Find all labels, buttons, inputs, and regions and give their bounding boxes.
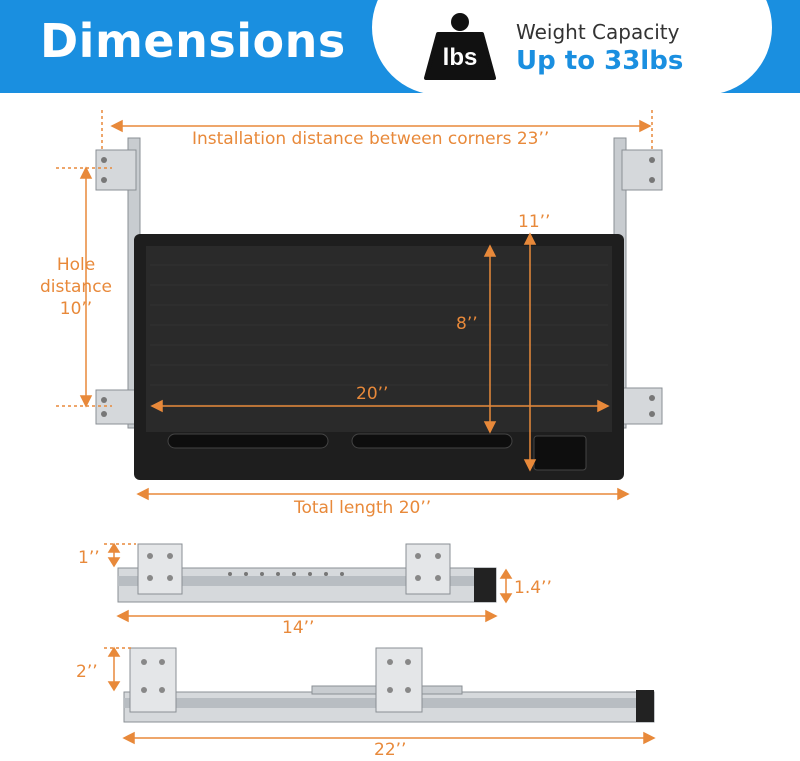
- slide-small-height-label: 1’’: [78, 548, 100, 568]
- depth-8-label: 8’’: [456, 314, 478, 334]
- large-slide-dimension-lines: [104, 646, 656, 745]
- capacity-label: Weight Capacity: [516, 20, 680, 44]
- capacity-value: Up to 33lbs: [516, 46, 684, 76]
- total-length-label: Total length 20’’: [294, 498, 432, 518]
- weight-icon: [424, 13, 496, 80]
- weight-icon-label: lbs: [442, 44, 478, 71]
- height-11-label: 11’’: [518, 212, 551, 232]
- hole-distance-line1: Hole: [56, 255, 96, 275]
- slide-large-length-label: 22’’: [374, 740, 407, 760]
- width-20-label: 20’’: [356, 384, 389, 404]
- install-distance-label: Installation distance between corners 23…: [192, 129, 550, 149]
- keyboard-tray: [95, 137, 663, 480]
- slide-small-length-label: 14’’: [282, 618, 315, 638]
- tray-dimension-lines: [56, 110, 653, 501]
- large-drawer-slide: [123, 647, 655, 723]
- small-drawer-slide: [117, 543, 497, 603]
- hole-distance-line2: distance: [39, 277, 113, 297]
- page-title: Dimensions: [40, 14, 346, 68]
- slide-small-thickness-label: 1.4’’: [514, 578, 552, 598]
- slide-large-height-label: 2’’: [76, 662, 98, 682]
- small-slide-dimension-lines: [104, 542, 513, 623]
- hole-distance-label: Hole distance 10’’: [26, 254, 126, 320]
- hole-distance-line3: 10’’: [59, 299, 93, 319]
